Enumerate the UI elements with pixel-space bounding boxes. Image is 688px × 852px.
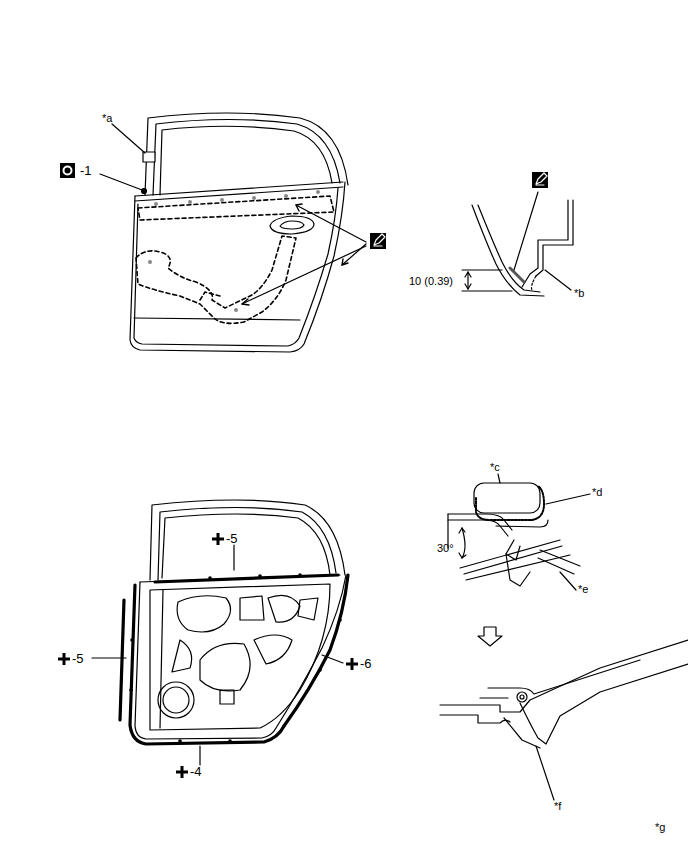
hem-sealer-section [462,172,573,296]
callout-number: -1 [80,164,92,177]
rear-door-inner [58,500,358,778]
part-label: 30° [437,543,454,554]
callout-number: -6 [360,657,372,670]
part-label: *d [592,487,602,498]
part-label: *a [102,113,112,124]
part-label: *c [490,462,500,473]
part-label: 10 (0.39) [409,276,453,287]
callout-number: -4 [190,765,202,778]
callout-number: -5 [226,532,238,545]
part-label: *f [554,801,561,812]
part-label: *g [655,822,665,833]
part-label: *b [574,288,584,299]
part-label: *e [578,584,588,595]
callout-number: -5 [72,652,84,665]
rear-door-outer [60,113,386,352]
weatherstrip-install [440,474,688,800]
